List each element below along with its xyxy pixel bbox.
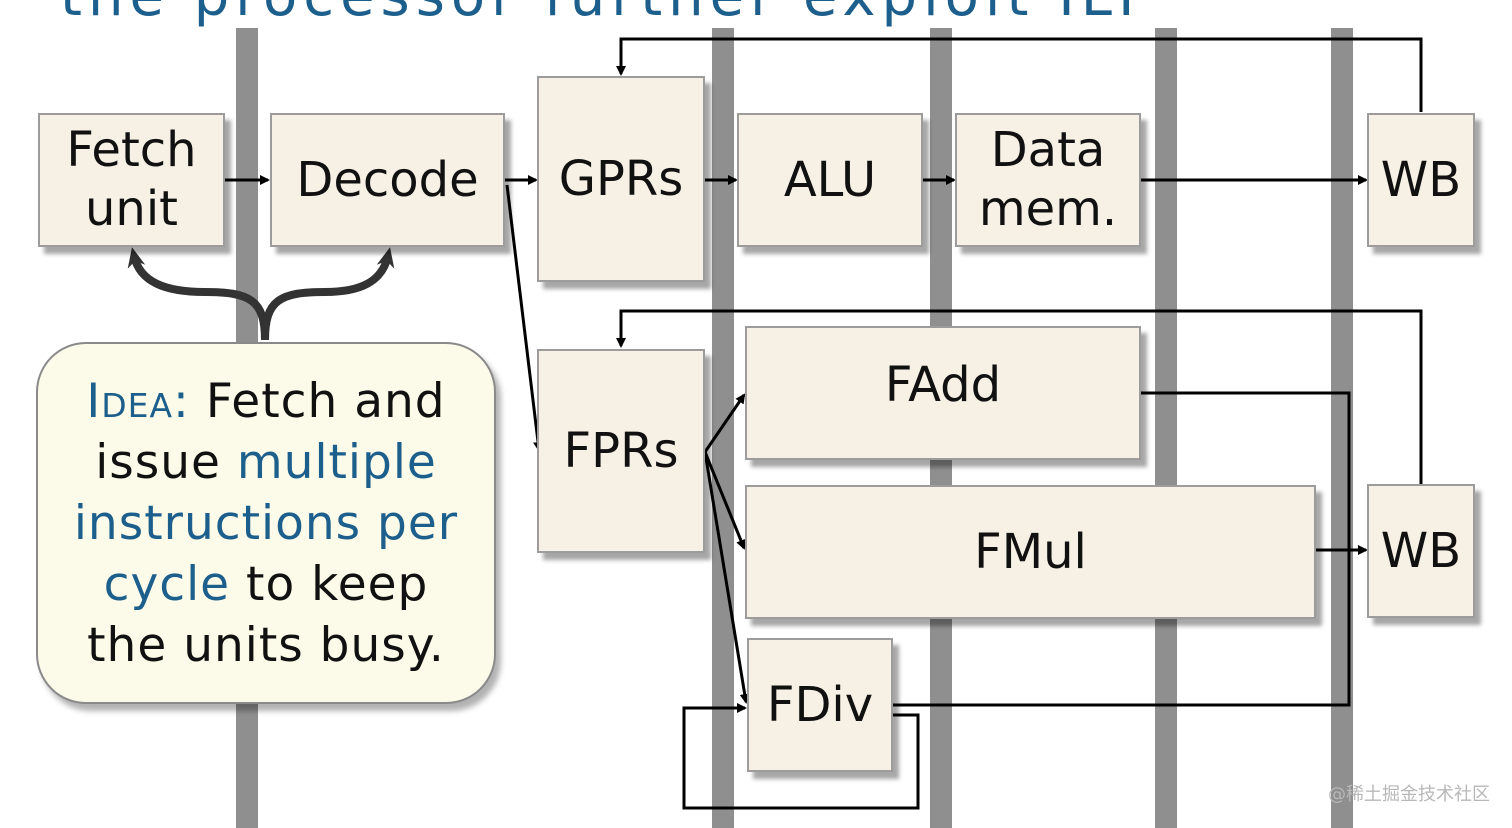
slide-title-fragment: the processor further exploit ILP — [60, 0, 1158, 29]
arrow-fprs-fadd — [703, 393, 746, 453]
callout-text-2: issue — [95, 434, 237, 490]
arrow-fprs-fdiv — [703, 451, 750, 704]
writeback-loop-fprs — [616, 309, 1423, 484]
data-memory-label-line2: mem. — [978, 181, 1118, 237]
gprs-box: GPRs — [537, 76, 705, 282]
fetch-unit-box: Fetch unit — [38, 113, 225, 247]
fetch-unit-label-line2: unit — [85, 181, 178, 237]
fetch-unit-label-line1: Fetch — [66, 122, 197, 179]
callout-idea-label: Idea: — [86, 373, 190, 429]
alu-box: ALU — [737, 113, 923, 247]
fdiv-label: FDiv — [766, 676, 874, 733]
callout-emphasis-multiple: multiple — [236, 434, 437, 490]
data-memory-label-line1: Data — [990, 122, 1106, 179]
writeback-top-box: WB — [1367, 113, 1475, 247]
fprs-box: FPRs — [537, 349, 705, 553]
writeback-top-label: WB — [1380, 151, 1462, 208]
writeback-bottom-label: WB — [1380, 522, 1462, 579]
fdiv-iteration-loop — [682, 703, 920, 810]
fadd-label: FAdd — [884, 356, 1002, 413]
writeback-bottom-box: WB — [1367, 484, 1475, 618]
fmul-box: FMul — [745, 485, 1316, 619]
decode-box: Decode — [270, 113, 505, 247]
callout-emphasis-instructions: instructions per — [73, 495, 459, 551]
arrow-fprs-fmul — [703, 451, 746, 550]
callout-arrow-to-fetch — [127, 247, 269, 341]
fprs-label: FPRs — [563, 422, 679, 479]
idea-callout: Idea: Fetch and issue multiple instructi… — [36, 342, 496, 704]
callout-text-7: the units busy. — [87, 617, 445, 673]
watermark: @稀土掘金技术社区 — [1328, 784, 1490, 805]
arrow-decode-fprs — [505, 184, 544, 452]
fdiv-box: FDiv — [747, 638, 893, 772]
pipeline-bar-4 — [1155, 28, 1177, 828]
gprs-label: GPRs — [558, 150, 684, 207]
data-memory-box: Data mem. — [955, 113, 1141, 247]
decode-label: Decode — [296, 151, 479, 208]
callout-text-6: to keep — [230, 556, 429, 612]
callout-arrow-to-decode — [261, 247, 395, 341]
writeback-loop-gprs — [616, 37, 1423, 112]
callout-emphasis-cycle: cycle — [103, 556, 231, 612]
fmul-label: FMul — [974, 523, 1087, 580]
callout-text-1: Fetch and — [189, 373, 446, 429]
fadd-box: FAdd — [745, 326, 1141, 460]
alu-label: ALU — [783, 151, 877, 208]
